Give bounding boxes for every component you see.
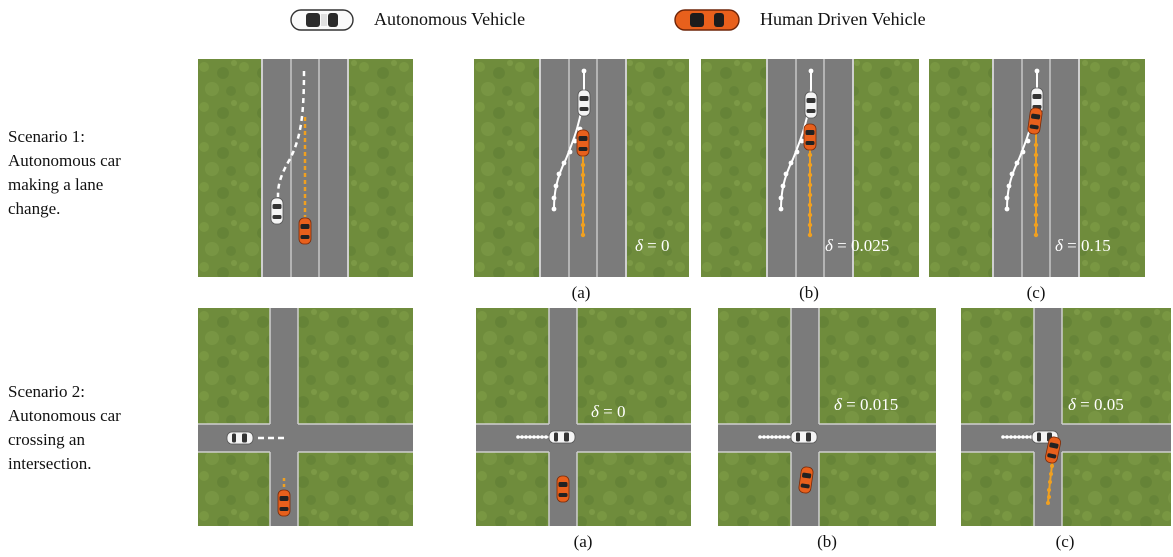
orange-car-icon [674,9,740,31]
delta-label: δ = 0.05 [1068,395,1124,415]
scenario1-panel-b [701,59,919,277]
delta-label: δ = 0.025 [825,236,889,256]
scenario2-initial-panel [198,308,413,526]
subfigure-label-b: (b) [799,283,819,302]
scenario2-line: crossing an [8,430,85,449]
subfigure-label-b: (b) [817,532,837,551]
delta-symbol: δ [1068,395,1076,414]
scenario1-line: making a lane [8,175,104,194]
scenario1-description: Scenario 1: Autonomous car making a lane… [8,125,121,221]
legend: Autonomous Vehicle Human Driven Vehicle [0,0,1173,40]
delta-symbol: δ [635,236,643,255]
scenario1-initial-panel [198,59,413,277]
delta-label: δ = 0.015 [834,395,898,415]
autonomous-path [276,70,306,198]
white-car-icon [290,9,354,31]
delta-value: = 0 [603,402,626,421]
delta-label: δ = 0.15 [1055,236,1111,256]
subfigure-label-c: (c) [1055,532,1075,551]
delta-value: = 0 [647,236,670,255]
delta-symbol: δ [1055,236,1063,255]
scenario2-line: intersection. [8,454,92,473]
delta-symbol: δ [825,236,833,255]
scenario2-line: Autonomous car [8,406,121,425]
scenario1-line: Scenario 1: [8,127,85,146]
delta-symbol: δ [591,402,599,421]
scenario2-panel-b [718,308,936,526]
delta-label: δ = 0 [591,402,626,422]
delta-value: = 0.05 [1080,395,1124,414]
delta-symbol: δ [834,395,842,414]
scenario1-panel-a [474,59,689,277]
scenario1-line: change. [8,199,61,218]
scenario2-panel-a [476,308,691,526]
subfigure-label-a: (a) [571,283,591,302]
human-driven-vehicle-label: Human Driven Vehicle [760,9,926,29]
delta-value: = 0.025 [837,236,890,255]
delta-value: = 0.015 [846,395,899,414]
delta-label: δ = 0 [635,236,670,256]
scenario1-line: Autonomous car [8,151,121,170]
scenario1-panel-c [929,59,1145,277]
autonomous-vehicle-label: Autonomous Vehicle [374,9,526,29]
subfigure-label-a: (a) [573,532,593,551]
scenario2-line: Scenario 2: [8,382,85,401]
scenario2-description: Scenario 2: Autonomous car crossing an i… [8,380,121,476]
delta-value: = 0.15 [1067,236,1111,255]
subfigure-label-c: (c) [1026,283,1046,302]
scenario2-panel-c [961,308,1171,526]
